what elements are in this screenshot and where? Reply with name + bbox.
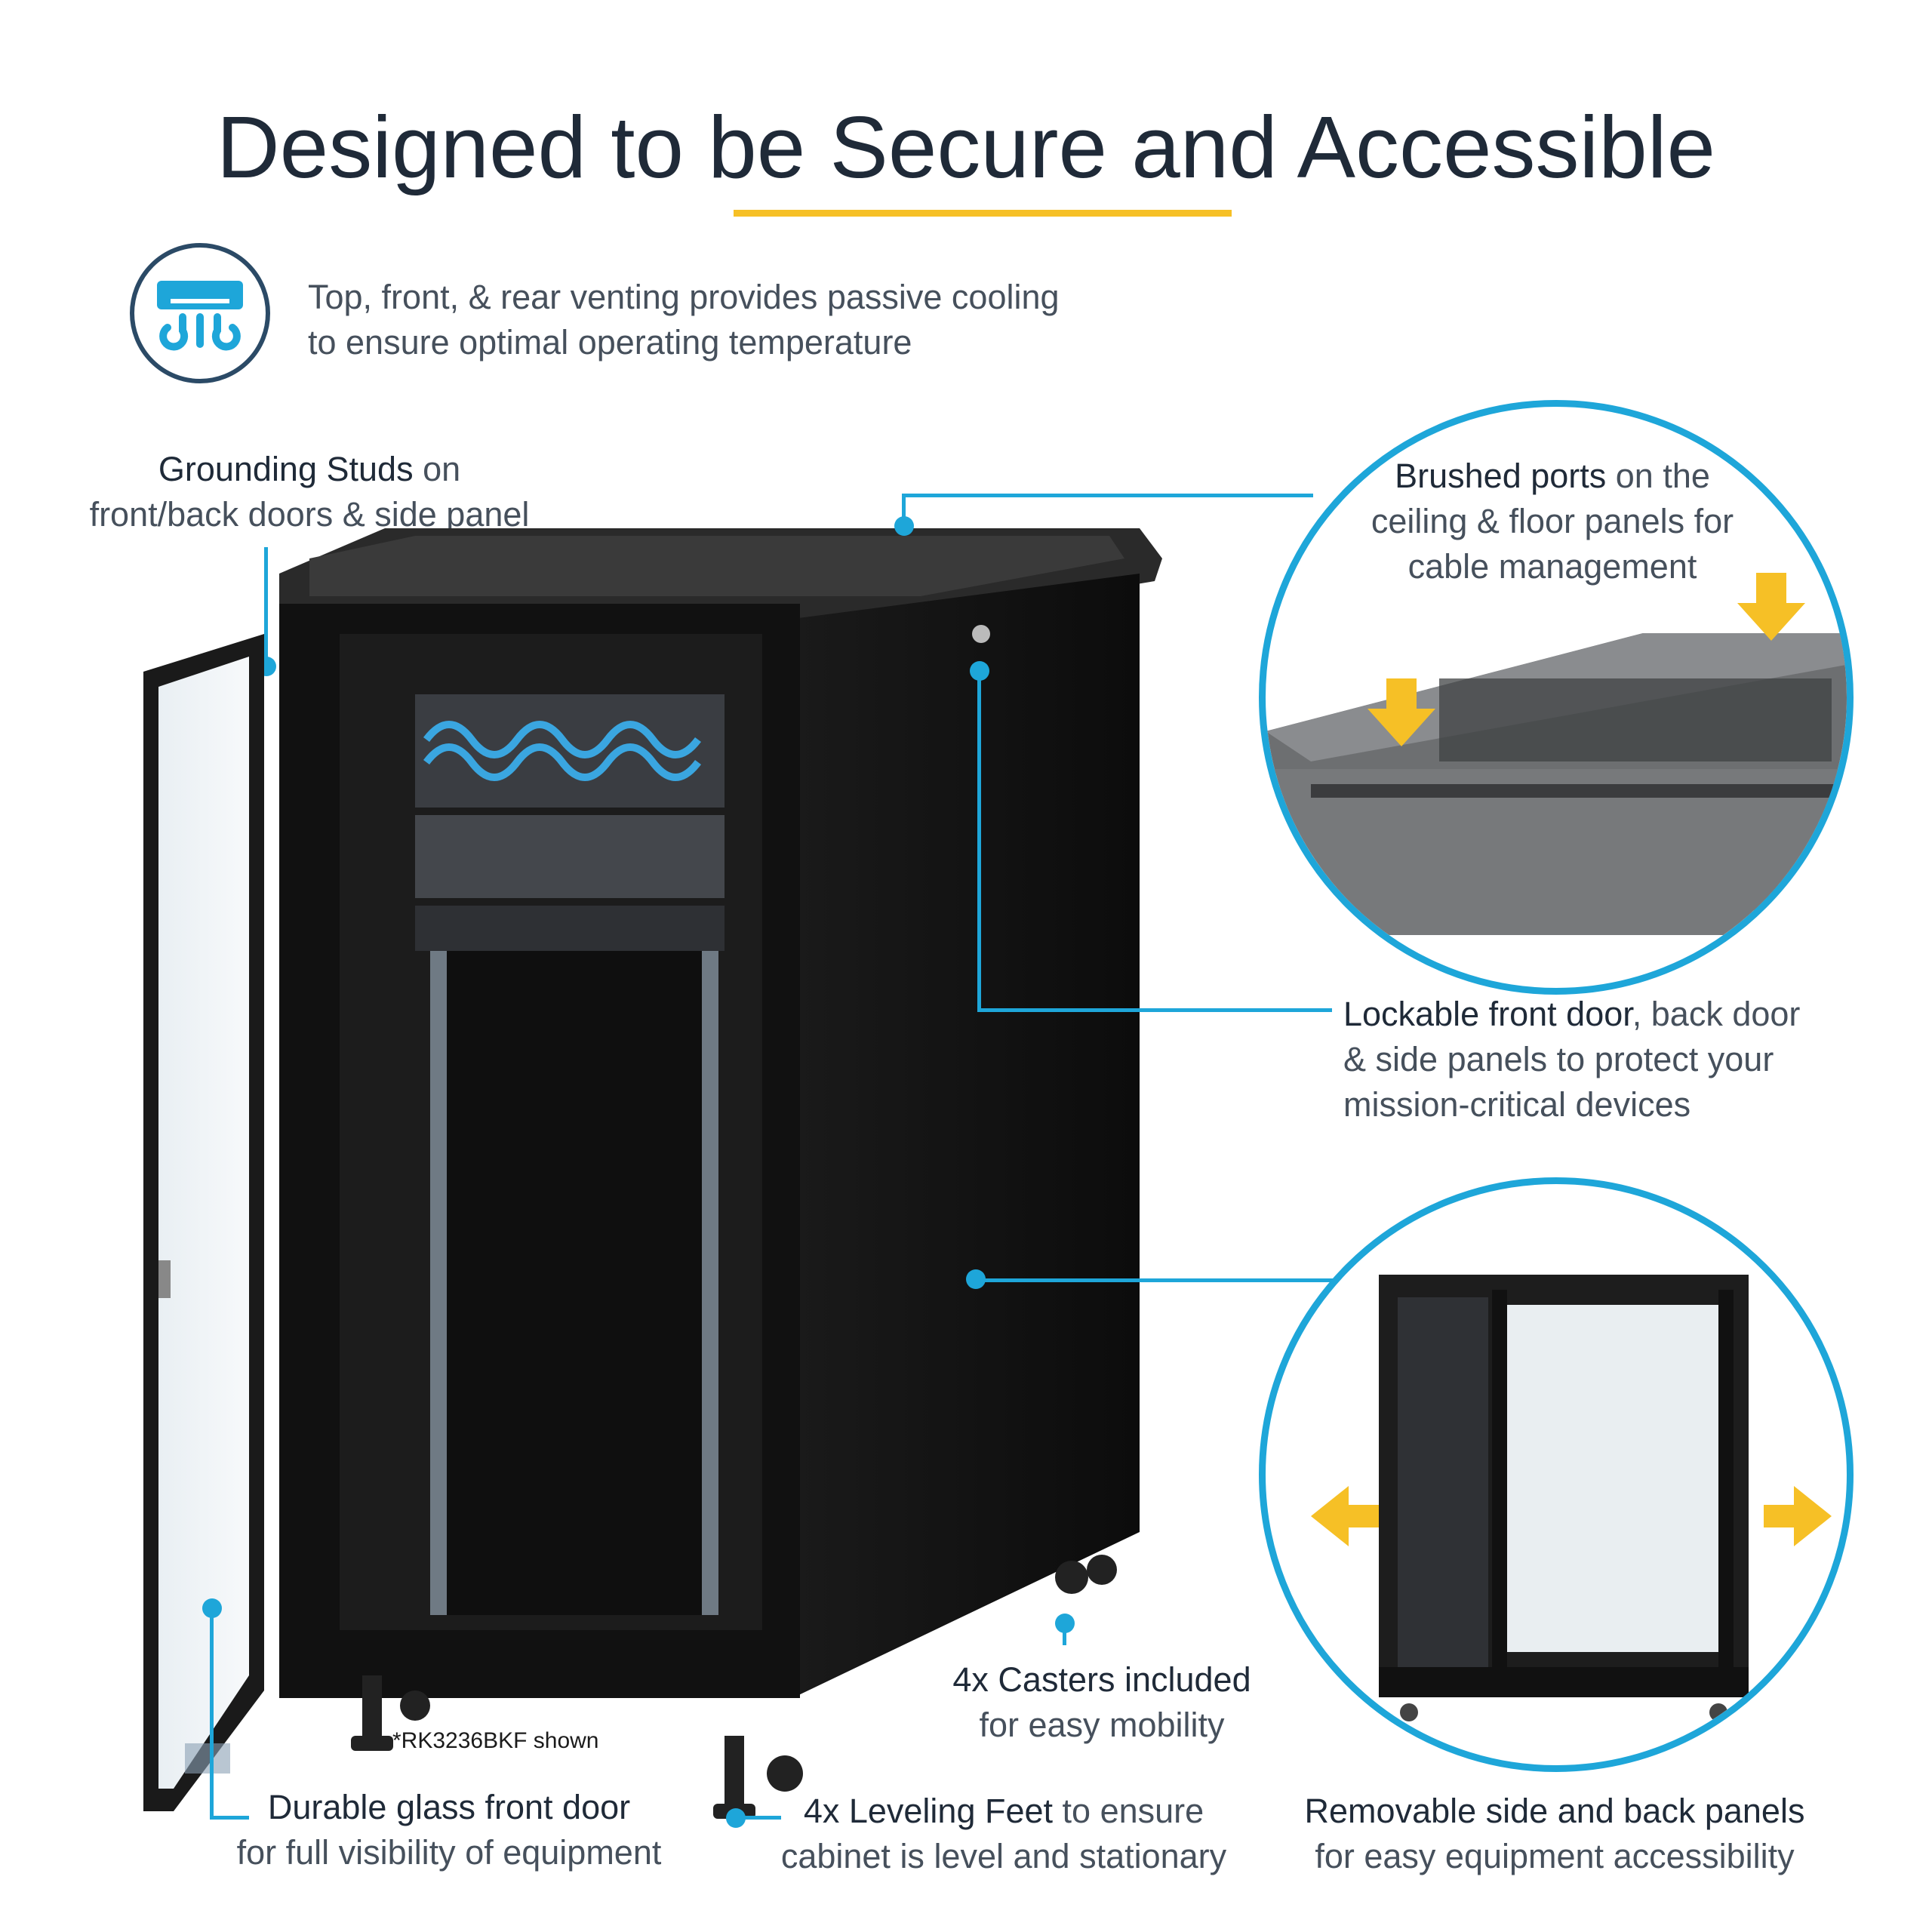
lockable-line-3: mission-critical devices [1343,1085,1691,1124]
grounding-leader-line [264,547,268,664]
model-note: *RK3236BKF shown [392,1728,599,1753]
grounding-bold: Grounding Studs [158,450,414,488]
brushed-ports-detail-circle: Brushed ports on the ceiling & floor pan… [1259,400,1854,995]
brushed-dot [894,516,914,536]
grounding-line-2: front/back doors & side panel [89,495,530,534]
server-cabinet-image [128,513,1185,1841]
casters-leader [1063,1623,1066,1645]
page-title: Designed to be Secure and Accessible [216,98,1716,196]
lockable-rest: , back door [1632,995,1801,1033]
feet-line-2: cabinet is level and stationary [780,1837,1227,1875]
casters-line-2: for easy mobility [979,1706,1225,1744]
casters-bold: 4x Casters included [952,1660,1251,1699]
feet-leader-h [736,1816,781,1820]
lockable-bold: Lockable front door [1343,995,1632,1033]
feet-rest: to ensure [1053,1792,1204,1830]
removable-bold: Removable side and back panels [1304,1792,1805,1830]
casters-label: 4x Casters included for easy mobility [891,1657,1313,1748]
grounding-rest: on [413,450,461,488]
removable-line-2: for easy equipment accessibility [1315,1837,1795,1875]
lock-leader-v [977,672,981,1011]
brushed-rest: on the [1606,457,1710,495]
cooling-line-2: to ensure optimal operating temperature [308,323,912,361]
title-underline [734,210,1232,217]
removable-panels-detail-circle [1259,1177,1854,1772]
lockable-door-label: Lockable front door, back door & side pa… [1343,992,1887,1128]
leveling-feet-label: 4x Leveling Feet to ensure cabinet is le… [762,1789,1245,1879]
glass-line-2: for full visibility of equipment [236,1833,662,1872]
grounding-studs-label: Grounding Studs on front/back doors & si… [60,447,558,537]
brushed-ports-label: Brushed ports on the ceiling & floor pan… [1311,454,1794,589]
brushed-bold: Brushed ports [1395,457,1607,495]
lock-leader-h [977,1008,1332,1012]
feet-bold: 4x Leveling Feet [803,1792,1054,1830]
cooling-line-1: Top, front, & rear venting provides pass… [308,278,1060,316]
brushed-leader-h [902,494,1313,497]
brushed-leader-v [902,494,906,525]
glass-leader-h [210,1816,249,1820]
glass-door-label: Durable glass front door for full visibi… [211,1785,687,1875]
cooling-description: Top, front, & rear venting provides pass… [308,275,1214,365]
air-conditioner-icon [128,242,272,385]
panel-leader-h [976,1278,1346,1282]
glass-leader-v [210,1607,214,1819]
lockable-line-2: & side panels to protect your [1343,1040,1774,1078]
removable-panels-label: Removable side and back panels for easy … [1245,1789,1864,1879]
brushed-line-3: cable management [1407,547,1697,586]
brushed-line-2: ceiling & floor panels for [1371,502,1734,540]
glass-bold: Durable glass front door [267,1788,631,1826]
